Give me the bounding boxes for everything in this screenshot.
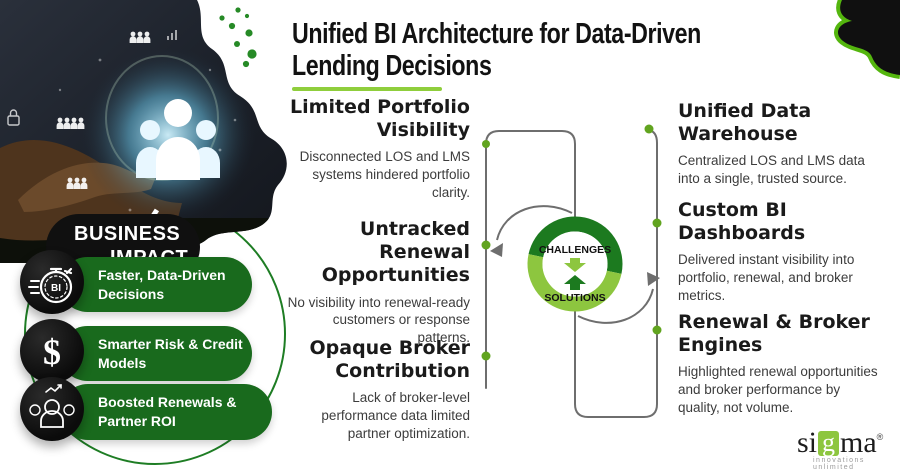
lock-icon bbox=[7, 109, 20, 126]
dollar-icon: $ bbox=[20, 319, 84, 383]
connector-node-dots bbox=[481, 124, 662, 361]
partner-roi-icon bbox=[20, 377, 84, 441]
hologram-glow bbox=[80, 47, 256, 223]
impact-label: Boosted Renewals & Partner ROI bbox=[60, 384, 272, 440]
challenge-block-3: Opaque Broker Contribution Lack of broke… bbox=[285, 337, 471, 443]
solution-heading: Renewal & Broker Engines bbox=[678, 311, 870, 357]
sigma-logo: si g ma ® innovations unlimited bbox=[797, 426, 897, 470]
challenges-solutions-diagram: CHALLENGES SOLUTIONS bbox=[481, 124, 662, 418]
challenge-heading: Limited Portfolio Visibility bbox=[290, 96, 470, 142]
up-arrow-icon bbox=[564, 275, 586, 290]
bi-stopwatch-icon: BI bbox=[20, 250, 84, 314]
challenge-block-1: Limited Portfolio Visibility Disconnecte… bbox=[285, 96, 470, 202]
solution-block-1: Unified Data Warehouse Centralized LOS a… bbox=[678, 100, 884, 188]
impact-label: Faster, Data-Driven Decisions bbox=[60, 257, 252, 312]
challenges-solutions-ring bbox=[527, 216, 623, 312]
right-arrowhead bbox=[647, 272, 660, 286]
logo-text-si: si bbox=[797, 426, 818, 459]
ring-bottom-label: SOLUTIONS bbox=[544, 292, 605, 304]
connector-path bbox=[485, 129, 658, 418]
registered-mark: ® bbox=[876, 432, 884, 442]
logo-text-ma: ma bbox=[840, 426, 877, 459]
challenge-heading: Opaque Broker Contribution bbox=[309, 337, 471, 383]
challenge-block-2: Untracked Renewal Opportunities No visib… bbox=[285, 218, 470, 347]
bar-chart-icon bbox=[167, 30, 177, 40]
corner-decoration bbox=[834, 0, 900, 79]
impact-label: Smarter Risk & Credit Models bbox=[60, 326, 252, 381]
solution-block-2: Custom BI Dashboards Delivered instant v… bbox=[678, 199, 884, 305]
left-arrowhead bbox=[490, 243, 503, 257]
solution-heading: Custom BI Dashboards bbox=[678, 199, 806, 245]
svg-text:BI: BI bbox=[51, 283, 61, 294]
solution-heading: Unified Data Warehouse bbox=[678, 100, 812, 146]
down-arrow-icon bbox=[564, 258, 586, 272]
flow-arrows bbox=[496, 205, 654, 324]
challenge-body: No visibility into renewal-ready custome… bbox=[287, 294, 470, 346]
solution-body: Centralized LOS and LMS data into a sing… bbox=[678, 153, 865, 187]
ring-top-label: CHALLENGES bbox=[539, 244, 611, 256]
challenge-body: Lack of broker-level performance data li… bbox=[321, 390, 470, 441]
svg-text:$: $ bbox=[43, 332, 61, 372]
title-underline bbox=[292, 87, 442, 91]
solution-body: Delivered instant visibility into portfo… bbox=[678, 252, 855, 303]
solution-block-3: Renewal & Broker Engines Highlighted ren… bbox=[678, 311, 884, 417]
solution-body: Highlighted renewal opportunities and br… bbox=[678, 364, 878, 415]
people-group-icon bbox=[136, 99, 220, 180]
logo-tagline: innovations unlimited bbox=[813, 457, 865, 470]
page-title: Unified BI Architecture for Data-Driven … bbox=[292, 18, 701, 82]
green-dots-cluster bbox=[219, 7, 257, 68]
challenge-heading: Untracked Renewal Opportunities bbox=[321, 218, 470, 287]
challenge-body: Disconnected LOS and LMS systems hindere… bbox=[299, 149, 470, 200]
business-impact-line1: BUSINESS bbox=[74, 223, 181, 245]
sparkle-dots bbox=[58, 58, 237, 212]
logo-g-mark: g bbox=[818, 430, 840, 456]
